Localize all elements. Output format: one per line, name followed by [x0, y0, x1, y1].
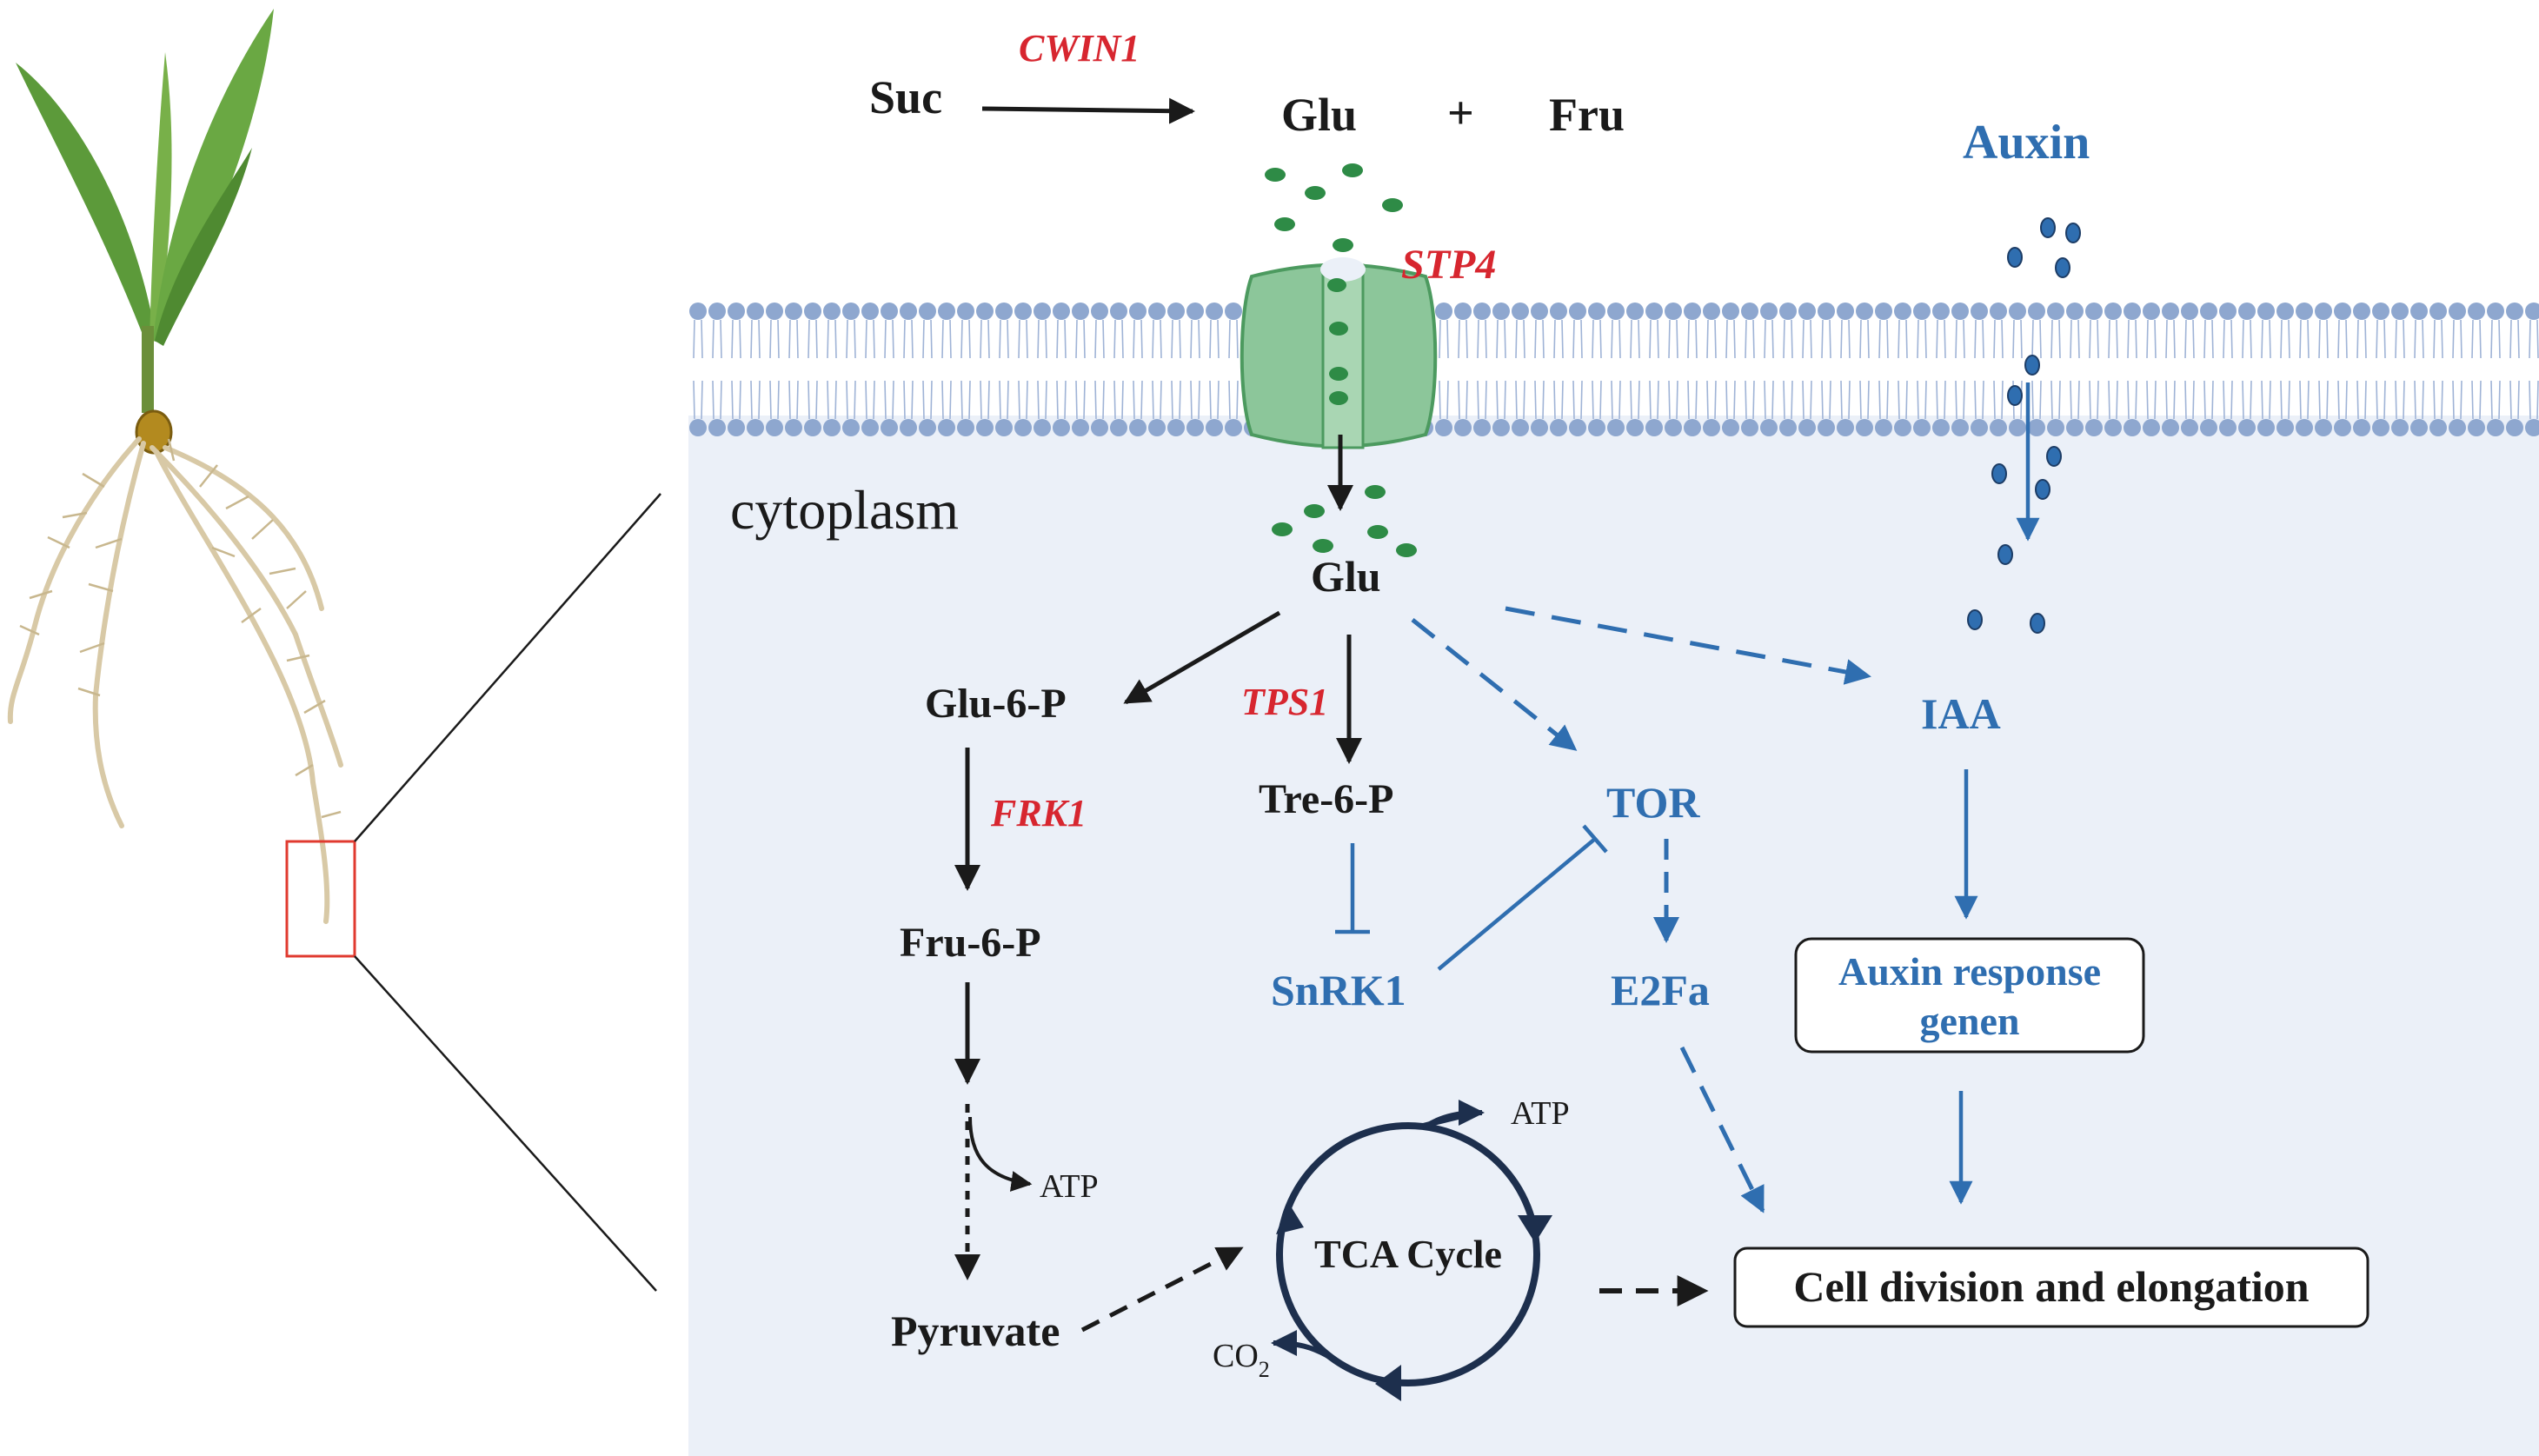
- cell-division-label: Cell division and elongation: [1793, 1262, 2309, 1311]
- iaa-label: IAA: [1921, 689, 2001, 738]
- membrane-channel-icon: [1240, 257, 1438, 449]
- tor-label: TOR: [1606, 778, 1700, 827]
- pyruvate-label: Pyruvate: [891, 1306, 1060, 1355]
- atp-release-arrow: [968, 1116, 1033, 1192]
- cell-membrane: [688, 294, 2539, 442]
- auxin-response-box: [1794, 937, 2145, 1054]
- co2-label: CO2: [1213, 1338, 1270, 1382]
- glu-to-iaa-arrow: [1505, 606, 1871, 685]
- cwin1-arrow: [981, 97, 1195, 124]
- e2fa-label: E2Fa: [1611, 966, 1710, 1014]
- tca-cycle-label: TCA Cycle: [1314, 1232, 1502, 1276]
- auxin-particles: [1967, 217, 2081, 634]
- glucose-particles-inside: [1272, 485, 1417, 557]
- co2-text: CO: [1213, 1338, 1259, 1374]
- cytoplasm-label: cytoplasm: [730, 479, 959, 541]
- glucose-particles-outside: [1265, 163, 1403, 252]
- tca-co2-arrow: [1271, 1330, 1337, 1363]
- e2fa-to-cell-division-arrow: [1679, 1046, 1765, 1213]
- tps1-label: TPS1: [1241, 681, 1328, 723]
- tca-atp-arrow: [1424, 1100, 1485, 1129]
- cwin1-label: CWIN1: [1019, 27, 1140, 70]
- glu-label: Glu: [1311, 552, 1381, 601]
- cell-division-box: [1733, 1247, 2370, 1328]
- roots: [7, 436, 343, 924]
- glu-to-tor-arrow: [1411, 618, 1578, 751]
- tre6p-inhibits-snrk1: [1335, 843, 1370, 934]
- tca-arrowhead-bottom: [1375, 1365, 1401, 1401]
- tca-arrowhead-right: [1518, 1215, 1552, 1243]
- snrk1-label: SnRK1: [1271, 966, 1406, 1014]
- co2-subscript: 2: [1259, 1357, 1270, 1382]
- plus-label: +: [1447, 87, 1474, 139]
- tca-arrowhead-left: [1276, 1202, 1304, 1234]
- atp-tca-label: ATP: [1511, 1095, 1570, 1132]
- auxin-response-label-2: genen: [1920, 999, 2020, 1043]
- frk1-label: FRK1: [990, 792, 1087, 834]
- atp-left-label: ATP: [1040, 1168, 1099, 1205]
- root-hairs: [19, 438, 342, 819]
- zoom-region-box: [285, 840, 356, 958]
- zoom-line-top: [354, 493, 661, 842]
- glu-to-glu6p-arrow: [1123, 610, 1281, 705]
- glu-top-label: Glu: [1281, 89, 1357, 141]
- glu6p-label: Glu-6-P: [925, 681, 1067, 727]
- tre6p-label: Tre-6-P: [1259, 776, 1393, 822]
- stem: [142, 326, 154, 413]
- leaf-right: [153, 9, 274, 343]
- seedling-illustration: [7, 9, 661, 1292]
- zoom-line-bottom: [354, 955, 657, 1292]
- suc-label: Suc: [869, 71, 942, 123]
- auxin-label: Auxin: [1963, 116, 2090, 170]
- fru6p-label: Fru-6-P: [900, 920, 1041, 966]
- fru-label: Fru: [1549, 89, 1625, 141]
- leaf-left: [16, 63, 155, 343]
- leaf-right-2: [155, 148, 252, 346]
- snrk1-inhibits-tor: [1437, 824, 1608, 971]
- auxin-response-label: Auxin response: [1838, 949, 2101, 994]
- stp4-label: STP4: [1401, 242, 1496, 288]
